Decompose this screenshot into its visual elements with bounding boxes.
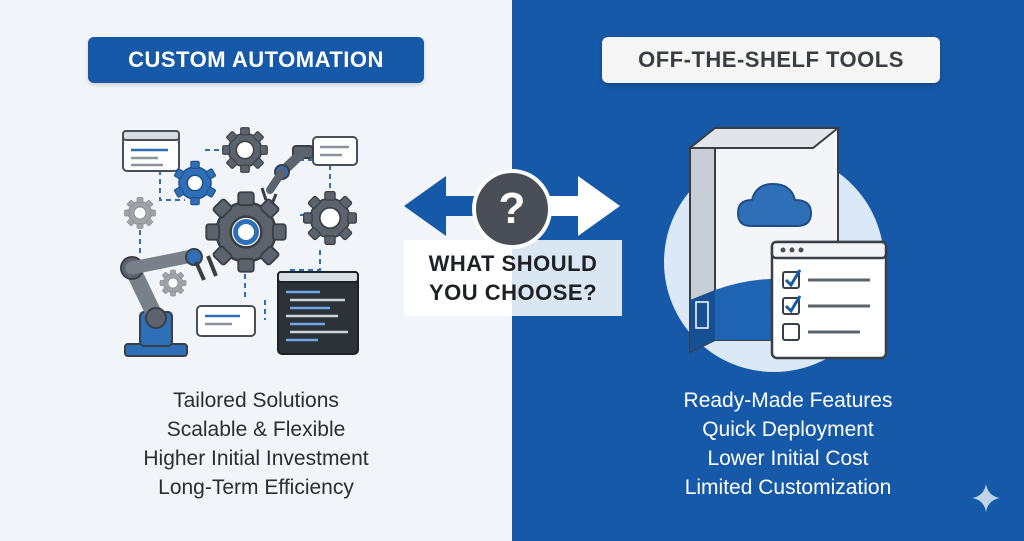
checklist-window-icon [770, 240, 888, 360]
question-icon [472, 169, 552, 249]
gear-icon [302, 190, 358, 246]
feature-item: Quick Deployment [702, 418, 874, 441]
double-arrow-icon [404, 176, 620, 236]
feature-item: Ready-Made Features [683, 389, 893, 412]
software-illustration [664, 125, 888, 372]
question-text: WHAT SHOULD YOU CHOOSE? [404, 240, 622, 316]
question-symbol: ? [498, 184, 526, 233]
feature-item: Long-Term Efficiency [158, 476, 354, 499]
status-window-icon [312, 136, 358, 166]
feature-item: Scalable & Flexible [166, 418, 346, 441]
off-the-shelf-title: OFF-THE-SHELF TOOLS [602, 37, 940, 83]
code-window-icon [277, 271, 359, 355]
document-window-icon [196, 305, 256, 337]
robot-arm-icon [260, 145, 314, 205]
question-line-2: YOU CHOOSE? [428, 280, 598, 305]
robot-arm-icon [120, 248, 218, 357]
sparkle-icon [972, 484, 1000, 512]
gear-icon [173, 160, 217, 206]
feature-item: Tailored Solutions [173, 389, 339, 412]
config-window-icon [122, 130, 180, 172]
off-the-shelf-features: Ready-Made Features Quick Deployment Low… [608, 386, 968, 502]
question-line-1: WHAT SHOULD [428, 251, 598, 276]
feature-item: Higher Initial Investment [143, 447, 369, 470]
gear-icon [124, 197, 156, 229]
automation-illustration [120, 126, 359, 357]
gear-icon [159, 269, 187, 297]
feature-item: Limited Customization [684, 476, 892, 499]
custom-automation-title: CUSTOM AUTOMATION [88, 37, 424, 83]
gear-icon [221, 126, 269, 174]
feature-item: Lower Initial Cost [707, 447, 869, 470]
cloud-icon [736, 182, 813, 227]
custom-automation-features: Tailored Solutions Scalable & Flexible H… [76, 386, 436, 502]
